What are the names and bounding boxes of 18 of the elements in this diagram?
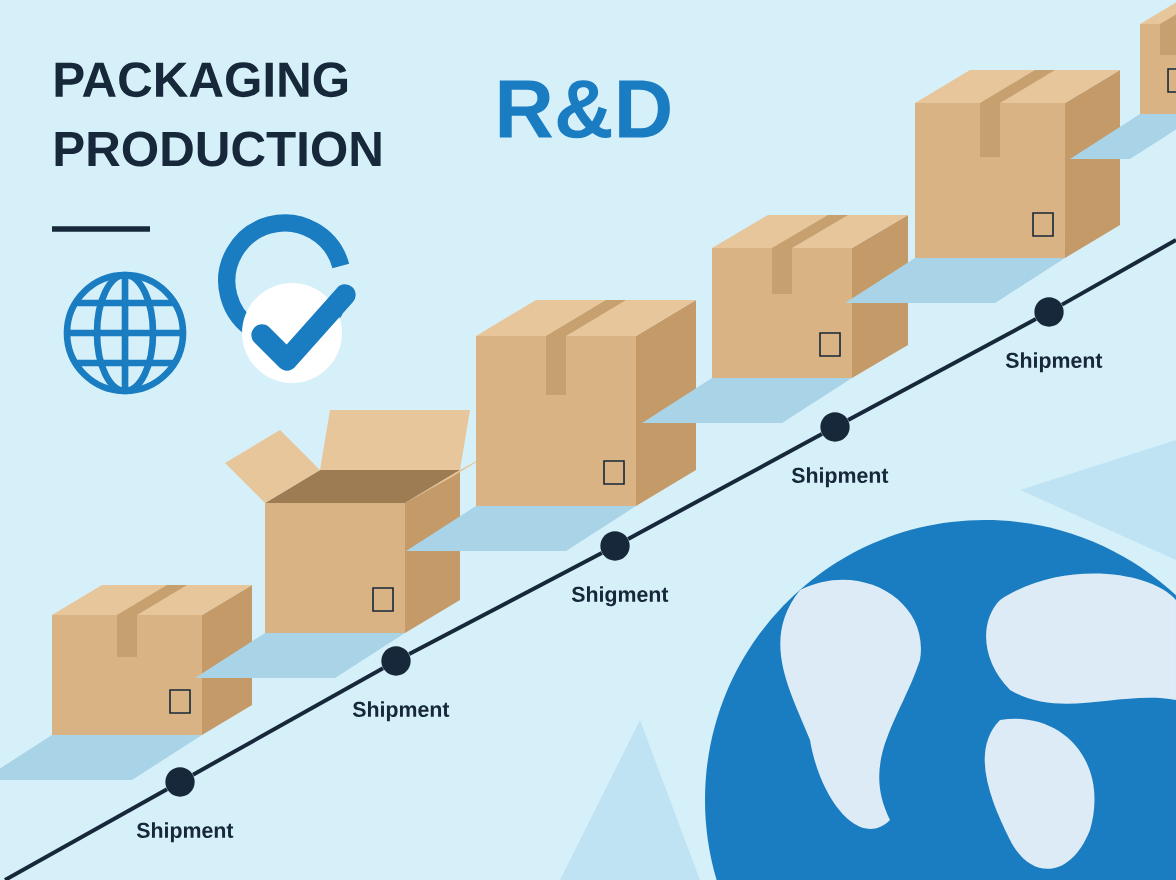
timeline-dot <box>820 412 850 442</box>
timeline-dot <box>1034 297 1064 327</box>
timeline-line <box>627 432 823 541</box>
timeline-line <box>408 551 603 656</box>
timeline-dot <box>600 531 630 561</box>
timeline-label: Shigment <box>571 586 669 607</box>
timeline-label: Shipment <box>352 701 450 722</box>
timeline-line <box>4 787 168 880</box>
timeline-line <box>1061 238 1176 307</box>
timeline-dot <box>165 767 195 797</box>
timeline-label: Shipment <box>1005 352 1103 373</box>
timeline-label: Shipment <box>791 467 889 488</box>
timeline-line <box>192 666 384 777</box>
timeline-label: Shipment <box>136 822 234 843</box>
timeline-line <box>847 317 1037 422</box>
heading-label: R&D <box>499 80 670 139</box>
timeline-dot <box>381 646 411 676</box>
title: PACKAGING PRODUCTION <box>55 62 381 167</box>
